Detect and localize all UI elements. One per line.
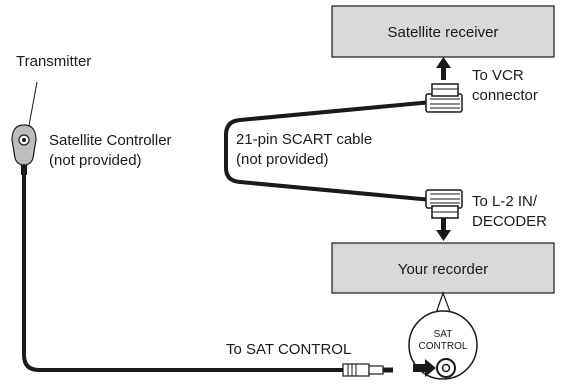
to-vcr-label-line2: connector [472, 87, 538, 104]
to-l2-label-line2: DECODER [472, 213, 547, 230]
jack-label-line1: SAT [434, 329, 453, 340]
your-recorder-box: Your recorder [331, 242, 555, 294]
transmitter-label: Transmitter [16, 53, 91, 70]
controller-cable [22, 173, 347, 372]
up-arrow-icon [436, 57, 451, 80]
mini-plug-icon [342, 363, 393, 377]
to-l2-label-line1: To L-2 IN/ [472, 193, 538, 210]
scart-cable-label-line2: (not provided) [236, 151, 329, 168]
satellite-controller-icon [11, 124, 37, 175]
satellite-controller-label-line2: (not provided) [49, 152, 142, 169]
to-sat-control-label: To SAT CONTROL [226, 341, 351, 358]
transmitter-pointer [27, 81, 38, 132]
jack-label-line2: CONTROL [419, 341, 468, 352]
scart-connector-top-icon [425, 83, 463, 113]
scart-connector-bottom-icon [425, 189, 463, 219]
scart-cable [224, 100, 434, 202]
jack-socket-icon [436, 358, 456, 378]
scart-cable-label-line1: 21-pin SCART cable [236, 131, 372, 148]
satellite-receiver-label: Satellite receiver [388, 24, 499, 41]
satellite-controller-label-line1: Satellite Controller [49, 132, 172, 149]
down-arrow-icon [436, 218, 451, 241]
to-vcr-label-line1: To VCR [472, 67, 524, 84]
your-recorder-label: Your recorder [398, 261, 488, 278]
plug-arrow-icon [413, 359, 436, 377]
satellite-receiver-box: Satellite receiver [331, 5, 555, 58]
